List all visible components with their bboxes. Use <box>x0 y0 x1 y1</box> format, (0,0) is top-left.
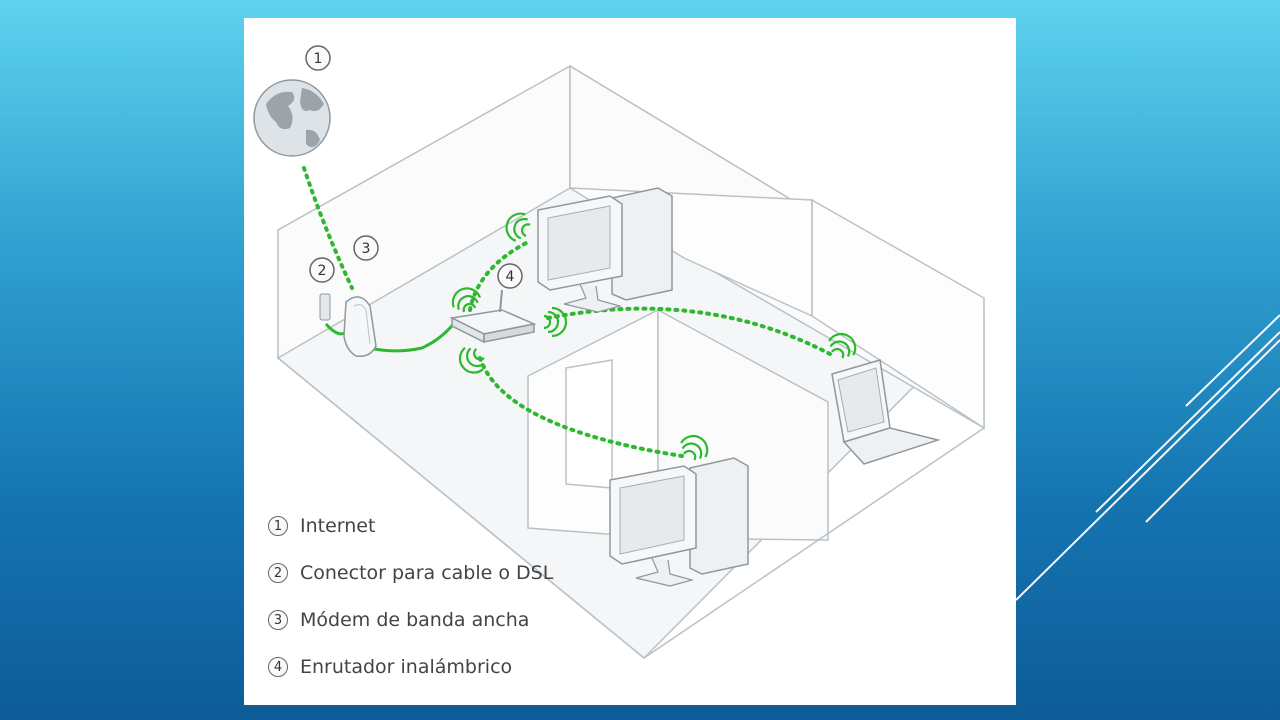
diagram-legend: 1 Internet 2 Conector para cable o DSL 3… <box>268 514 553 702</box>
desktop-computer-icon <box>609 457 749 587</box>
wall-jack-icon <box>319 293 331 321</box>
legend-label: Módem de banda ancha <box>300 609 530 631</box>
callout-2: 2 <box>309 257 335 283</box>
laptop-icon <box>831 359 941 465</box>
svg-text:3: 3 <box>362 241 371 257</box>
legend-number-badge: 3 <box>268 610 288 630</box>
network-diagram-panel: 1 2 3 4 1 Internet 2 Conector para cable… <box>244 18 1016 705</box>
home-network-illustration: 1 2 3 4 <box>253 45 986 660</box>
legend-label: Conector para cable o DSL <box>300 562 554 584</box>
svg-text:2: 2 <box>318 263 327 279</box>
globe-icon <box>253 79 331 157</box>
callout-1: 1 <box>305 45 331 71</box>
svg-text:1: 1 <box>314 51 323 67</box>
legend-number-badge: 1 <box>268 516 288 536</box>
legend-number-badge: 2 <box>268 563 288 583</box>
house-floor-plan <box>276 64 986 660</box>
legend-item-wireless-router: 4 Enrutador inalámbrico <box>268 655 553 679</box>
callout-4: 4 <box>497 263 523 289</box>
svg-text:4: 4 <box>506 269 515 285</box>
callout-3: 3 <box>353 235 379 261</box>
legend-item-cable-dsl-connector: 2 Conector para cable o DSL <box>268 561 553 585</box>
legend-label: Enrutador inalámbrico <box>300 656 513 678</box>
wireless-router-icon <box>449 289 537 344</box>
legend-label: Internet <box>300 515 376 537</box>
legend-item-broadband-modem: 3 Módem de banda ancha <box>268 608 553 632</box>
legend-item-internet: 1 Internet <box>268 514 553 538</box>
desktop-computer-icon <box>537 187 673 313</box>
modem-icon <box>343 296 377 358</box>
legend-number-badge: 4 <box>268 657 288 677</box>
